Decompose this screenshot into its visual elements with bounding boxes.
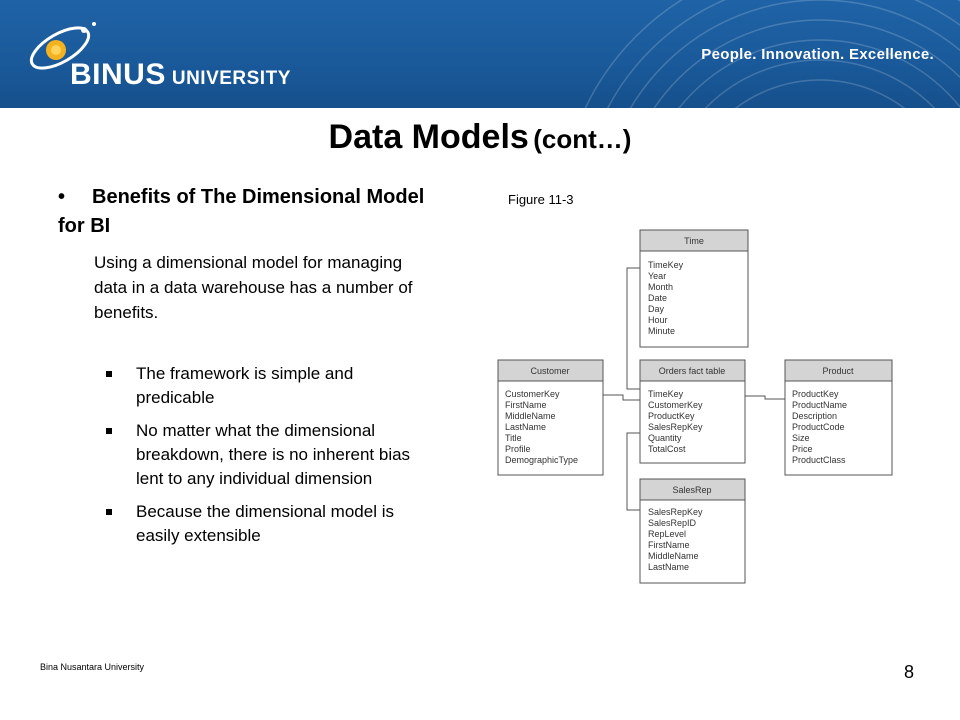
table-field: Date [648, 293, 667, 303]
list-item: Because the dimensional model is easily … [106, 500, 426, 548]
table-title: Customer [530, 366, 569, 376]
list-item-text: No matter what the dimensional breakdown… [136, 421, 411, 488]
table-field: TotalCost [648, 444, 686, 454]
intro-paragraph: Using a dimensional model for managing d… [94, 253, 413, 322]
table-field: ProductCode [792, 422, 845, 432]
square-bullet-icon [106, 509, 112, 515]
table-field: Day [648, 304, 665, 314]
table-field: MiddleName [648, 551, 699, 561]
table-field: ProductKey [792, 389, 839, 399]
table-field: SalesRepKey [648, 507, 703, 517]
bullet-dot-icon: • [58, 186, 66, 208]
table-field: FirstName [648, 540, 690, 550]
table-field: ProductName [792, 400, 847, 410]
table-title: Time [684, 236, 704, 246]
table-field: MiddleName [505, 411, 556, 421]
footer-organization: Bina Nusantara University [40, 662, 145, 672]
title-main: Data Models [328, 118, 529, 156]
title-suffix: (cont…) [533, 124, 632, 154]
table-salesrep: SalesRep SalesRepKey SalesRepID RepLevel… [639, 478, 746, 584]
table-orders-fact: Orders fact table TimeKey CustomerKey Pr… [639, 359, 746, 464]
table-title: Orders fact table [659, 366, 726, 376]
table-product: Product ProductKey ProductName Descripti… [784, 359, 893, 476]
table-field: SalesRepKey [648, 422, 703, 432]
table-field: TimeKey [648, 260, 684, 270]
bullet-heading: •Benefits of The Dimensional Model for B… [58, 183, 438, 241]
table-field: LastName [505, 422, 546, 432]
table-field: TimeKey [648, 389, 684, 399]
benefits-list: The framework is simple and predicable N… [106, 362, 426, 557]
table-customer: Customer CustomerKey FirstName MiddleNam… [497, 359, 604, 476]
table-field: CustomerKey [505, 389, 560, 399]
list-item-text: The framework is simple and predicable [136, 364, 354, 407]
table-field: Quantity [648, 433, 682, 443]
binus-logo-icon [29, 22, 96, 70]
table-field: Year [648, 271, 666, 281]
tagline: People. Innovation. Excellence. [701, 46, 934, 63]
page-number: 8 [904, 662, 915, 682]
banner-decoration [584, 0, 960, 108]
square-bullet-icon [106, 428, 112, 434]
table-title: SalesRep [672, 485, 711, 495]
table-field: Size [792, 433, 810, 443]
bullet-heading-text: Benefits of The Dimensional Model for BI [58, 186, 425, 237]
table-field: Price [792, 444, 813, 454]
table-field: RepLevel [648, 529, 686, 539]
table-field: FirstName [505, 400, 547, 410]
logo-name: BINUS [70, 58, 166, 91]
table-field: Month [648, 282, 673, 292]
table-field: Title [505, 433, 522, 443]
table-field: Profile [505, 444, 531, 454]
list-item: No matter what the dimensional breakdown… [106, 419, 426, 491]
list-item-text: Because the dimensional model is easily … [136, 502, 394, 545]
slide-title: Data Models (cont…) [0, 118, 960, 157]
table-field: CustomerKey [648, 400, 703, 410]
connector-lines [603, 267, 785, 511]
table-field: ProductClass [792, 455, 846, 465]
table-field: SalesRepID [648, 518, 697, 528]
table-field: Description [792, 411, 837, 421]
table-time: Time TimeKey Year Month Date Day Hour Mi… [639, 229, 749, 348]
figure-label: Figure 11-3 [508, 192, 574, 207]
star-schema-diagram: Time TimeKey Year Month Date Day Hour Mi… [497, 229, 893, 584]
table-field: DemographicType [505, 455, 578, 465]
table-field: ProductKey [648, 411, 695, 421]
table-field: Hour [648, 315, 668, 325]
table-field: Minute [648, 326, 675, 336]
table-field: LastName [648, 562, 689, 572]
square-bullet-icon [106, 371, 112, 377]
logo-suffix: UNIVERSITY [171, 68, 291, 89]
list-item: The framework is simple and predicable [106, 362, 426, 410]
table-title: Product [822, 366, 854, 376]
